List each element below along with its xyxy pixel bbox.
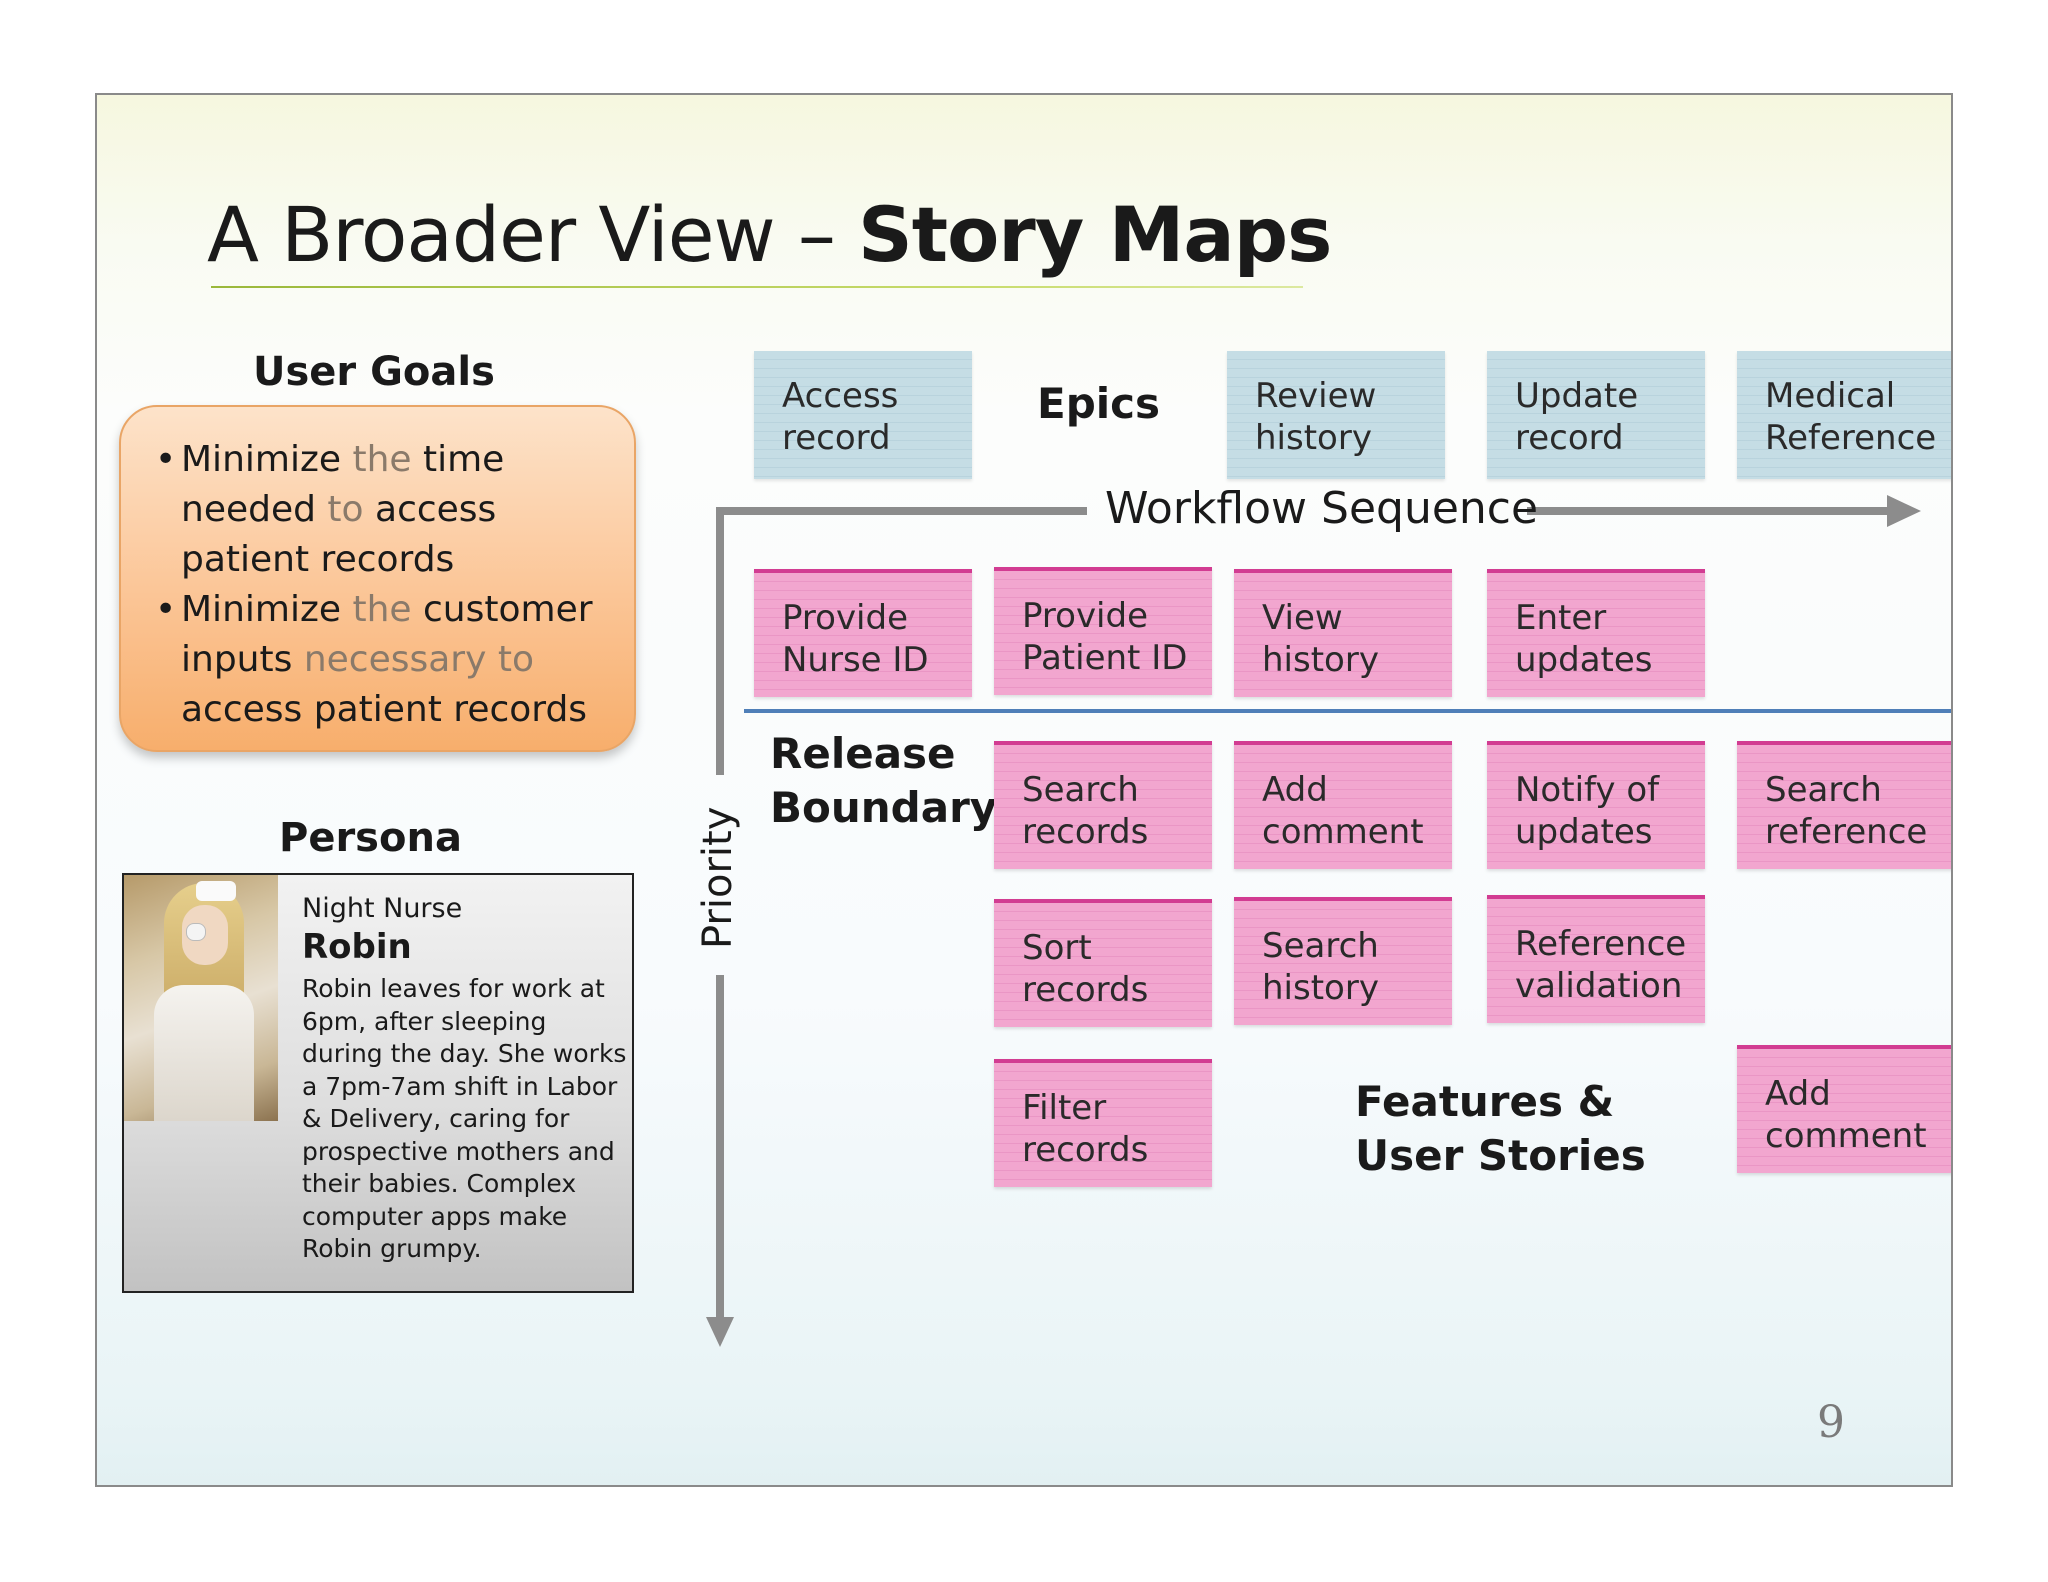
epic-card: Update record (1487, 351, 1705, 479)
story-card: Notify of updates (1487, 741, 1705, 869)
persona-photo (124, 875, 278, 1121)
epic-card: Review history (1227, 351, 1445, 479)
epic-card: Medical Reference (1737, 351, 1951, 479)
story-card: Add comment (1234, 741, 1452, 869)
workflow-arrowhead (1887, 495, 1921, 527)
title-bold: Story Maps (858, 190, 1332, 279)
goal-text: access patient records (181, 489, 497, 580)
goal-text-muted: necessary to (303, 639, 534, 680)
slide-title: A Broader View – Story Maps (207, 190, 1332, 279)
story-card: Add comment (1737, 1045, 1951, 1173)
user-goals-heading: User Goals (253, 349, 495, 395)
epic-card: Access record (754, 351, 972, 479)
story-card: Reference validation (1487, 895, 1705, 1023)
goal-item: Minimize the customer inputs necessary t… (155, 585, 614, 735)
user-goals-box: Minimize the time needed to access patie… (119, 405, 636, 752)
story-card: Filter records (994, 1059, 1212, 1187)
story-map-arrows (706, 495, 1951, 1347)
story-card: Enter updates (1487, 569, 1705, 697)
goal-text: Minimize (181, 589, 353, 630)
photo-uniform (154, 985, 254, 1121)
priority-arrowhead (706, 1317, 734, 1347)
epics-label: Epics (1037, 379, 1161, 428)
page-number: 9 (1817, 1397, 1845, 1448)
goal-text-muted: the (352, 589, 412, 630)
goal-text-muted: the (352, 439, 412, 480)
persona-description: Robin leaves for work at 6pm, after slee… (302, 974, 627, 1263)
story-card: Provide Patient ID (994, 567, 1212, 695)
goal-text-muted: to (327, 489, 364, 530)
goal-text: Minimize (181, 439, 353, 480)
workflow-sequence-label: Workflow Sequence (1105, 483, 1539, 534)
release-boundary-label: Release Boundary (770, 729, 998, 832)
persona-role: Night Nurse (302, 893, 463, 924)
goal-text: customer inputs (181, 589, 593, 680)
story-card: Sort records (994, 899, 1212, 1027)
photo-eyepatch (186, 923, 206, 941)
goal-text: access patient records (181, 689, 588, 730)
story-card: Search reference (1737, 741, 1951, 869)
persona-card: Night Nurse Robin Robin leaves for work … (122, 873, 634, 1293)
persona-name: Robin (302, 927, 412, 967)
features-label: Features & User Stories (1355, 1077, 1646, 1180)
story-card: Search history (1234, 897, 1452, 1025)
story-card: View history (1234, 569, 1452, 697)
goal-text: time needed (181, 439, 505, 530)
priority-label: Priority (695, 806, 741, 949)
title-underline (211, 286, 1303, 288)
slide: A Broader View – Story Maps User Goals M… (95, 93, 1953, 1487)
story-card: Search records (994, 741, 1212, 869)
persona-heading: Persona (279, 815, 462, 861)
photo-nurse-cap (196, 881, 236, 901)
story-card: Provide Nurse ID (754, 569, 972, 697)
goal-item: Minimize the time needed to access patie… (155, 435, 614, 585)
title-prefix: A Broader View – (207, 190, 859, 279)
